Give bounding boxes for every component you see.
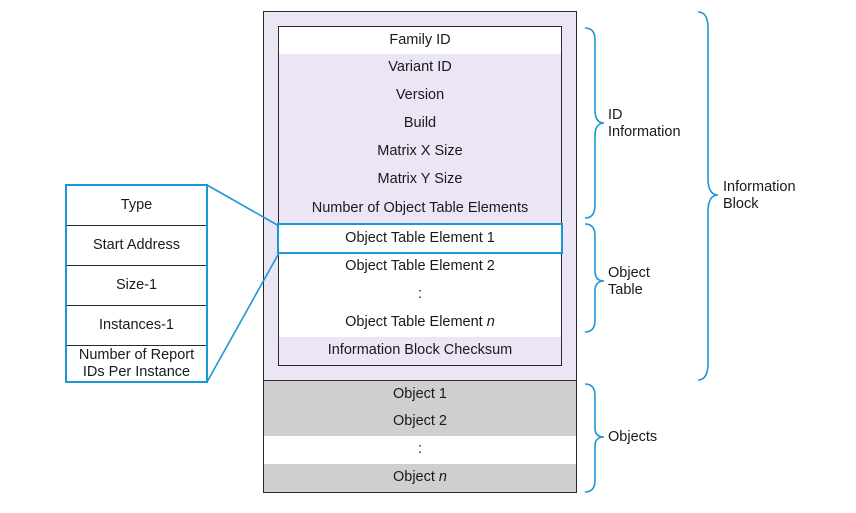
object-table-element-n-prefix: Object Table Element <box>345 314 487 331</box>
id-information-brace <box>584 27 605 219</box>
version-row: Version <box>278 82 562 111</box>
matrix-y-size-row: Matrix Y Size <box>278 166 562 195</box>
object-2-row: Object 2 <box>263 408 577 437</box>
object-table-label-line-1: Object <box>608 265 650 281</box>
build-label: Build <box>403 115 437 132</box>
detail-type-row: Type <box>67 186 206 226</box>
detail-report-ids-row: Number of Report IDs Per Instance <box>67 346 206 381</box>
detail-instances-label: Instances-1 <box>99 317 174 333</box>
objects-brace <box>584 383 605 493</box>
object-table-element-2-label: Object Table Element 2 <box>345 258 495 275</box>
object-table-element-n-row: Object Table Element n <box>278 309 562 338</box>
id-information-label-line-2: Information <box>608 124 681 140</box>
object-2-label: Object 2 <box>393 413 447 430</box>
information-block-label: Information Block <box>723 179 796 213</box>
detail-start-address-row: Start Address <box>67 226 206 266</box>
object-n-label: Object n <box>393 470 447 485</box>
detail-report-ids-label: Number of Report IDs Per Instance <box>78 346 195 380</box>
family-id-label: Family ID <box>389 31 451 48</box>
objects-ellipsis-label: : <box>417 441 423 458</box>
object-table-label-line-2: Table <box>608 282 643 298</box>
information-block-label-line-2: Block <box>723 196 759 212</box>
matrix-x-size-row: Matrix X Size <box>278 138 562 167</box>
object-table-element-2-row: Object Table Element 2 <box>278 253 562 282</box>
object-table-ellipsis-row: : <box>278 281 562 310</box>
object-table-label: Object Table <box>608 265 650 299</box>
objects-label: Objects <box>608 429 657 446</box>
family-id-row: Family ID <box>278 26 562 55</box>
variant-id-label: Variant ID <box>388 59 452 76</box>
objects-ellipsis-row: : <box>263 436 577 465</box>
object-table-element-1-row: Object Table Element 1 <box>277 223 563 254</box>
object-1-label: Object 1 <box>393 385 447 402</box>
number-of-object-table-elements-row: Number of Object Table Elements <box>278 194 562 224</box>
information-block-label-line-1: Information <box>723 179 796 195</box>
object-n-variable: n <box>438 469 447 486</box>
information-block-checksum-label: Information Block Checksum <box>327 342 513 359</box>
object-1-row: Object 1 <box>263 380 577 409</box>
id-information-label: ID Information <box>608 107 681 141</box>
information-block-checksum-row: Information Block Checksum <box>278 337 562 366</box>
object-table-ellipsis-label: : <box>417 286 423 303</box>
object-table-element-n-variable: n <box>486 314 495 331</box>
detail-start-address-label: Start Address <box>92 237 181 253</box>
detail-size-label: Size-1 <box>115 277 158 293</box>
objects-label-text: Objects <box>608 429 658 445</box>
object-table-brace <box>584 223 605 333</box>
version-label: Version <box>395 87 445 104</box>
detail-size-row: Size-1 <box>67 266 206 306</box>
object-table-element-1-label: Object Table Element 1 <box>345 229 495 246</box>
number-of-object-table-elements-label: Number of Object Table Elements <box>311 199 529 216</box>
id-information-label-line-1: ID <box>608 107 623 123</box>
matrix-x-size-label: Matrix X Size <box>377 143 463 160</box>
detail-instances-row: Instances-1 <box>67 306 206 346</box>
variant-id-row: Variant ID <box>278 54 562 83</box>
build-row: Build <box>278 110 562 139</box>
information-block-brace <box>697 11 719 381</box>
matrix-y-size-label: Matrix Y Size <box>377 171 463 188</box>
object-n-prefix: Object <box>392 469 439 486</box>
detail-type-label: Type <box>120 197 153 213</box>
object-table-element-detail-box: Type Start Address Size-1 Instances-1 Nu… <box>65 184 208 383</box>
object-table-element-n-label: Object Table Element n <box>345 315 495 330</box>
object-n-row: Object n <box>263 464 577 493</box>
